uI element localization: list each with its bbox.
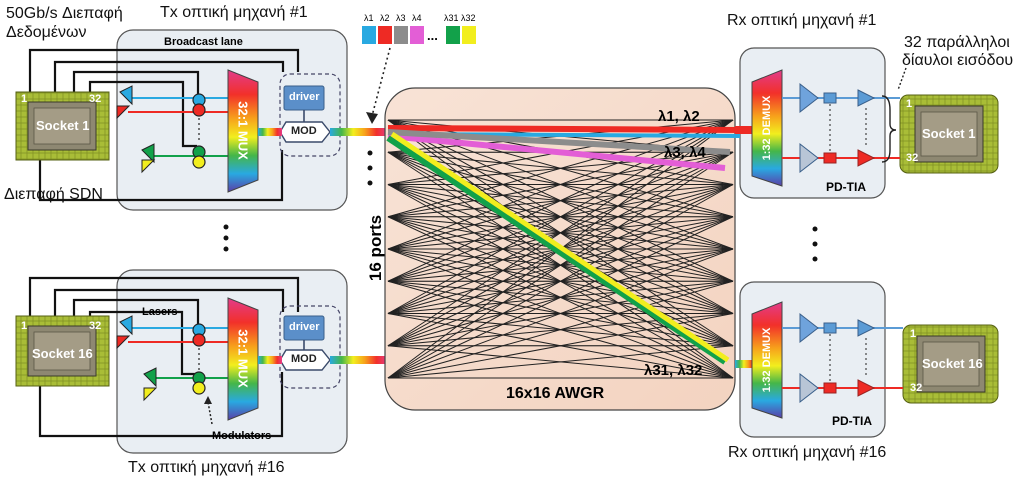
tx1-modulator-rings (192, 93, 206, 169)
rx16-demux-label: 1:32 DEMUX (761, 327, 773, 393)
tx16-data-wires (28, 276, 300, 438)
tx16-mod-group (279, 305, 341, 389)
tx1-driver-label: driver (289, 91, 320, 103)
ellipsis-dots (223, 150, 818, 262)
tx1-mux (227, 69, 259, 193)
socket16-pin1: 1 (21, 320, 28, 332)
wavelength-legend (362, 26, 476, 44)
awgr-beams (386, 125, 741, 365)
lambda34-label: λ3, λ4 (664, 144, 706, 161)
rx-socket16-label: Socket 16 (922, 356, 983, 371)
legend-l4: λ4 (412, 13, 422, 23)
rx1-pdtia-label: PD-TIA (826, 180, 866, 194)
rx16-input-fiber (735, 360, 757, 368)
legend-l2: λ2 (380, 13, 390, 23)
rx1-bracket (881, 95, 897, 163)
awgr-mesh-line (387, 151, 734, 379)
socket16-pin32: 32 (89, 320, 102, 332)
tx1-output-fiber (330, 128, 388, 136)
rx16-demux (751, 301, 783, 419)
rx-socket1-pin32: 32 (906, 152, 919, 164)
modulators-label: Modulators (212, 430, 272, 442)
rx-socket16-chip (902, 324, 999, 404)
awgr-mesh-line (387, 345, 734, 379)
tx16-title: Tx οπτική μηχανή #16 (128, 459, 285, 476)
socket16-label: Socket 16 (32, 346, 93, 361)
tx16-mux (227, 297, 259, 421)
lambda3132-label: λ31, λ32 (644, 362, 703, 379)
parallel-label-1: 32 παράλληλοι (904, 34, 1010, 51)
socket1-pin1: 1 (21, 93, 28, 105)
tx16-mux-output (258, 356, 282, 364)
awgr-mesh-line (387, 119, 734, 347)
tx1-mux-output (258, 128, 282, 136)
tx1-mod-label: MOD (291, 125, 317, 137)
tx16-laser-icons (116, 315, 158, 402)
legend-dots: ... (427, 28, 438, 43)
legend-l32: λ32 (461, 13, 476, 23)
socket1-label: Socket 1 (36, 118, 90, 133)
legend-pointer (371, 47, 391, 117)
iface-data-label-1: 50Gb/s Διεπαφή (6, 5, 123, 22)
tx16-modulator-rings (192, 323, 206, 395)
tx16-mux-label: 32:1 MUX (235, 329, 251, 388)
broadcast-lane-label: Broadcast lane (164, 36, 243, 48)
tx16-mod-label: MOD (291, 353, 317, 365)
tx16-driver-label: driver (289, 321, 320, 333)
rx-socket1-chip (899, 94, 999, 174)
iface-sdn-label: Διεπαφή SDN (4, 186, 103, 203)
tx1-laser-icons (116, 85, 156, 174)
parallel-label-2: δίαυλοι εισόδου (902, 52, 1014, 69)
rx1-input-fiber (735, 126, 757, 134)
rx1-title: Rx οπτική μηχανή #1 (727, 12, 877, 29)
rx-socket16-pin1: 1 (910, 328, 917, 340)
ports-label: 16 ports (366, 214, 385, 282)
legend-l3: λ3 (396, 13, 406, 23)
lasers-label: Lasers (142, 306, 178, 318)
awgr-label: 16x16 AWGR (506, 385, 605, 402)
legend-l1: λ1 (364, 13, 374, 23)
rx16-pdtia-label: PD-TIA (832, 414, 872, 428)
lambda12-label: λ1, λ2 (658, 108, 700, 125)
rx1-amplifiers (799, 82, 876, 174)
legend-l31: λ31 (444, 13, 459, 23)
rx1-demux-label: 1:32 DEMUX (761, 95, 773, 161)
tx1-title: Tx οπτική μηχανή #1 (160, 4, 308, 21)
tx1-mod-group (279, 73, 341, 157)
awgr-mesh-line (387, 216, 734, 379)
tx1-mux-label: 32:1 MUX (235, 101, 251, 160)
socket1-pin32: 32 (89, 93, 102, 105)
socket16-chip (15, 315, 110, 387)
parallel-pointer (897, 67, 907, 91)
rx16-title: Rx οπτική μηχανή #16 (728, 444, 887, 461)
iface-data-label-2: Δεδομένων (6, 24, 87, 41)
socket1-chip (15, 91, 110, 161)
rx16-amplifiers (799, 312, 876, 404)
rx1-demux (751, 69, 783, 187)
awgr-mesh-line (387, 280, 734, 379)
rx-socket16-pin32: 32 (910, 382, 923, 394)
rx-socket1-pin1: 1 (906, 98, 913, 110)
tx16-output-fiber (330, 356, 388, 364)
rx-socket1-label: Socket 1 (922, 126, 976, 141)
tx1-data-wires (28, 48, 300, 202)
